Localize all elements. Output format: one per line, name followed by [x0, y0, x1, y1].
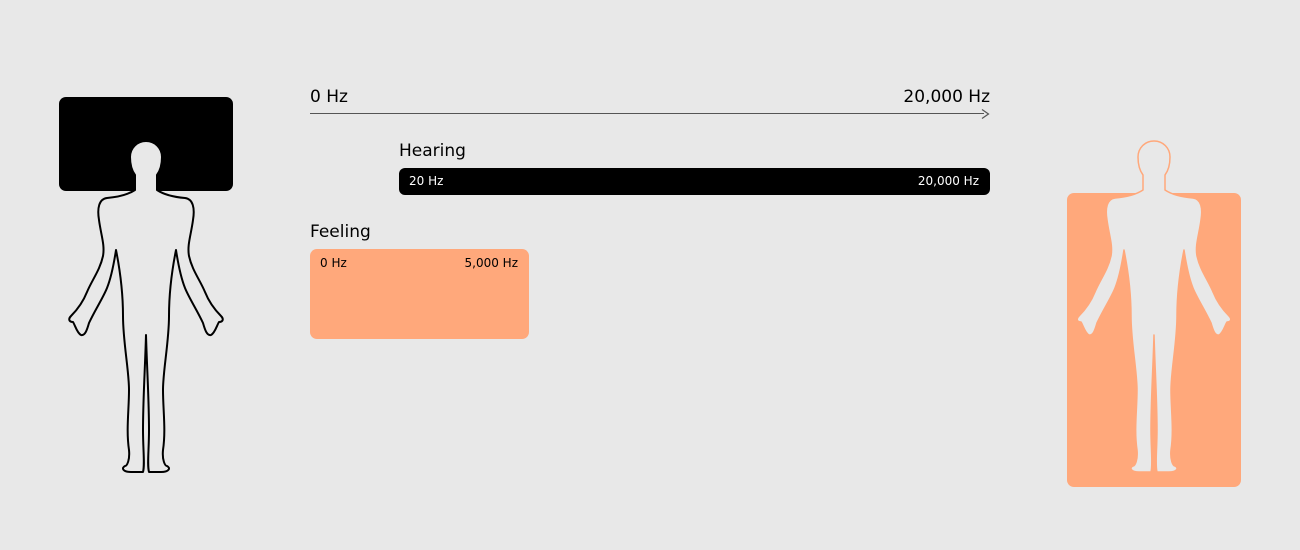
hearing-range-bar: 20 Hz 20,000 Hz	[399, 168, 990, 195]
hearing-max-label: 20,000 Hz	[917, 174, 979, 188]
hearing-min-label: 20 Hz	[409, 174, 444, 188]
feeling-max-label: 5,000 Hz	[464, 256, 519, 270]
human-figure-outline-icon	[68, 140, 224, 473]
frequency-axis-line	[310, 113, 984, 114]
feeling-range-bar: 0 Hz 5,000 Hz	[310, 249, 529, 339]
arrow-right-icon	[981, 109, 990, 119]
axis-max-label: 20,000 Hz	[903, 87, 990, 107]
hearing-title: Hearing	[399, 141, 466, 161]
axis-min-label: 0 Hz	[310, 87, 348, 107]
feeling-min-label: 0 Hz	[320, 256, 347, 270]
human-figure-silhouette-icon	[1076, 140, 1232, 473]
feeling-title: Feeling	[310, 222, 371, 242]
